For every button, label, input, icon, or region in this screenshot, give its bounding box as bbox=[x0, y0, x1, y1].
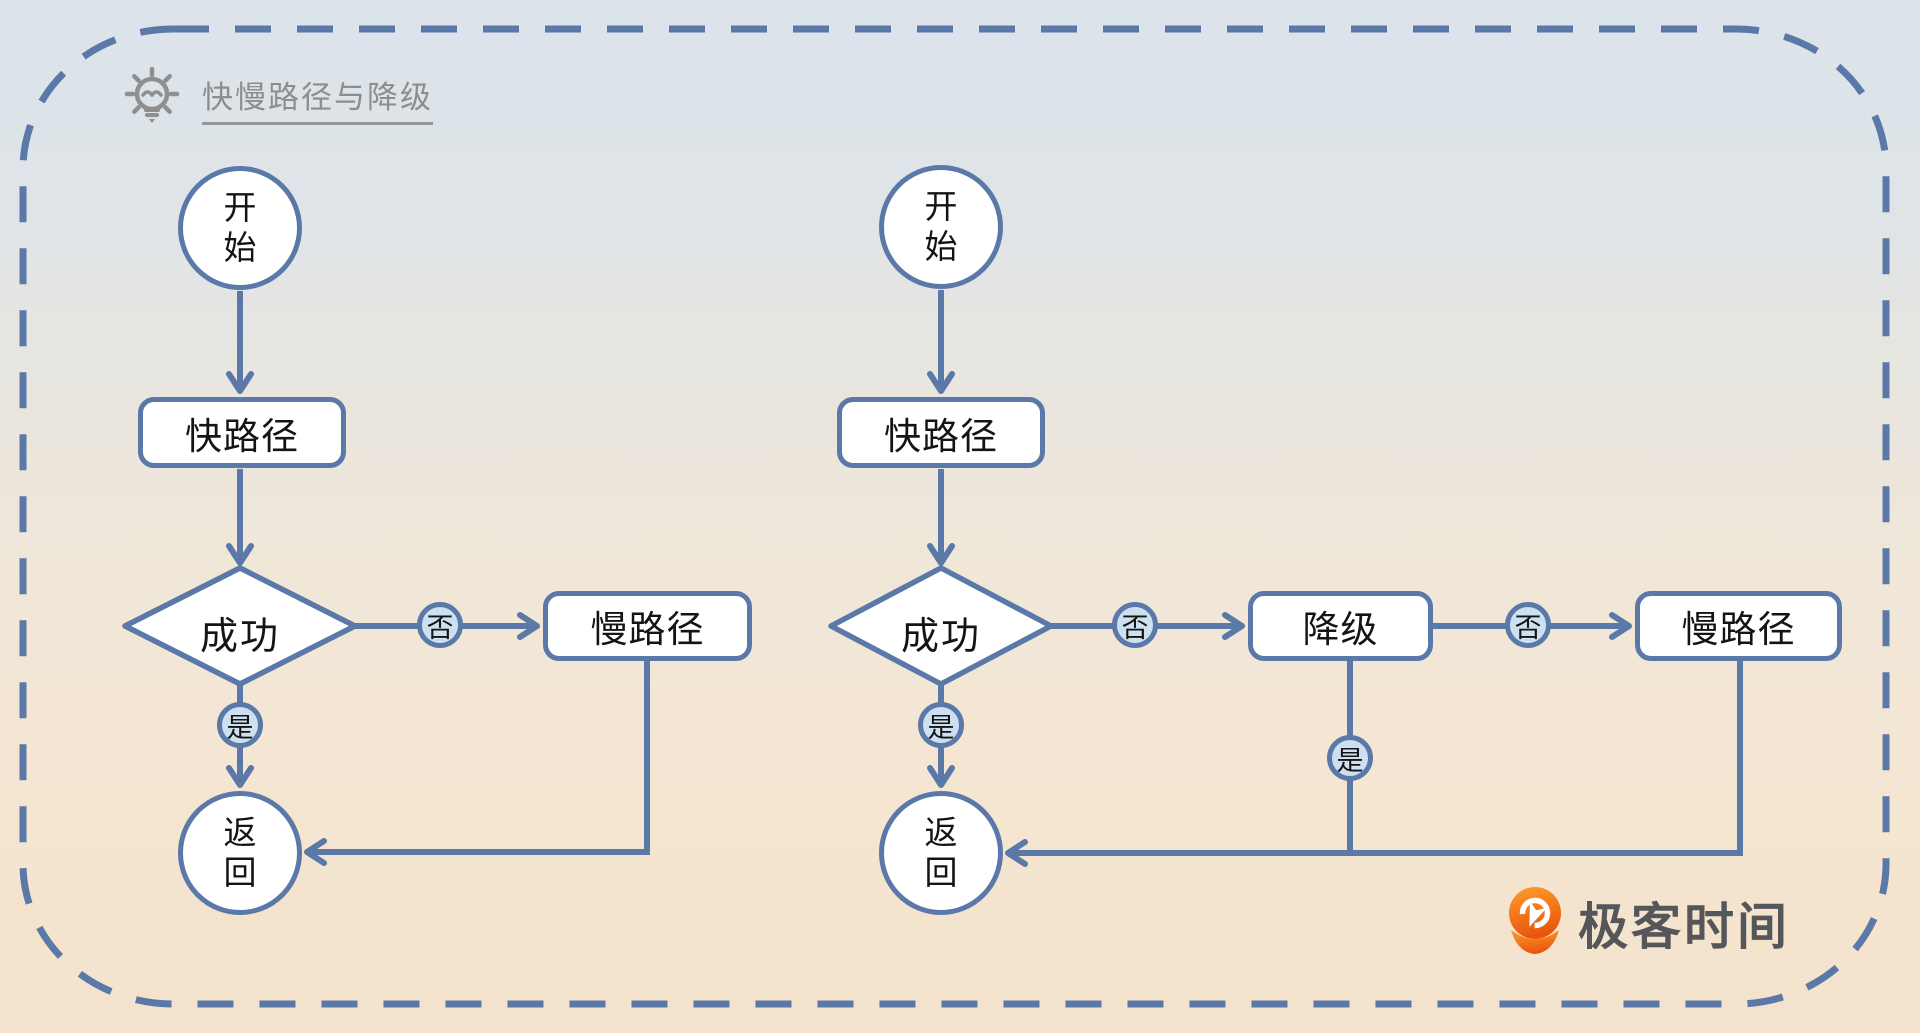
geektime-logo-icon bbox=[1506, 886, 1564, 960]
right-no-badge-1: 否 bbox=[1112, 602, 1158, 648]
left-yes-label: 是 bbox=[226, 712, 254, 743]
dashed-border bbox=[19, 25, 1890, 1008]
right-end-node: 返回 bbox=[879, 791, 1003, 915]
page-title: 快慢路径与降级 bbox=[202, 72, 433, 125]
left-end-label: 返回 bbox=[223, 813, 257, 891]
left-slow-path-label: 慢路径 bbox=[590, 609, 705, 650]
left-start-label: 开始 bbox=[223, 188, 257, 266]
right-yes-badge-2: 是 bbox=[1327, 735, 1373, 781]
right-slow-path-label: 慢路径 bbox=[1681, 609, 1796, 650]
left-no-label: 否 bbox=[426, 612, 454, 643]
left-yes-badge: 是 bbox=[217, 702, 263, 748]
right-degrade-node: 降级 bbox=[1248, 591, 1433, 661]
right-no-label-2: 否 bbox=[1514, 612, 1542, 643]
right-degrade-label: 降级 bbox=[1302, 609, 1379, 650]
right-start-label: 开始 bbox=[924, 187, 958, 265]
left-edge-slow-end bbox=[304, 661, 650, 866]
right-no-label-1: 否 bbox=[1121, 612, 1149, 643]
right-yes-label-2: 是 bbox=[1336, 745, 1364, 776]
right-fast-path-node: 快路径 bbox=[837, 397, 1045, 468]
right-no-badge-2: 否 bbox=[1505, 602, 1551, 648]
lightbulb-icon bbox=[118, 64, 186, 132]
right-yes-label-1: 是 bbox=[927, 712, 955, 743]
left-end-node: 返回 bbox=[178, 791, 302, 915]
right-decision-label: 成功 bbox=[900, 616, 981, 658]
left-start-node: 开始 bbox=[178, 166, 302, 290]
left-no-badge: 否 bbox=[417, 602, 463, 648]
right-edge-slow-end bbox=[1005, 661, 1743, 867]
slide-header: 快慢路径与降级 bbox=[118, 64, 433, 132]
brand-name: 极客时间 bbox=[1578, 899, 1790, 955]
left-decision-diamond bbox=[122, 565, 358, 687]
left-decision-label: 成功 bbox=[199, 616, 280, 658]
right-end-label: 返回 bbox=[924, 813, 958, 891]
brand-watermark: 极客时间 bbox=[1506, 886, 1790, 960]
right-yes-badge-1: 是 bbox=[918, 702, 964, 748]
right-start-node: 开始 bbox=[879, 165, 1003, 289]
left-fast-path-node: 快路径 bbox=[138, 397, 346, 468]
right-slow-path-node: 慢路径 bbox=[1635, 591, 1842, 661]
left-fast-path-label: 快路径 bbox=[185, 415, 299, 457]
left-slow-path-node: 慢路径 bbox=[543, 591, 752, 661]
right-fast-path-label: 快路径 bbox=[884, 415, 998, 457]
right-decision-diamond bbox=[828, 565, 1054, 687]
